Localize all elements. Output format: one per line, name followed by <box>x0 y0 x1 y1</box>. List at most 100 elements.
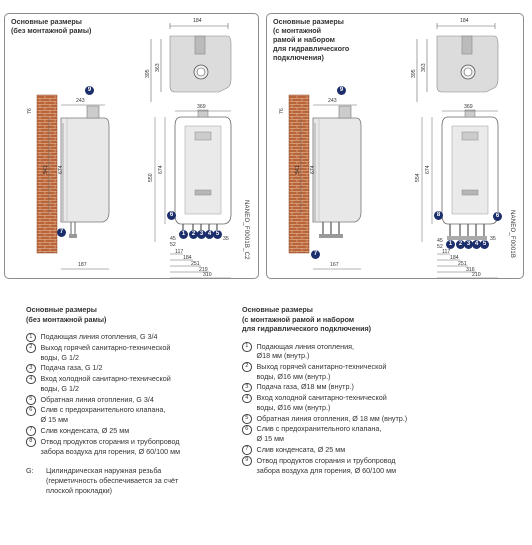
legend-item: 5 Обратная линия отопления, G 3/4 <box>26 395 258 405</box>
side-view <box>36 94 110 270</box>
number-icon: 2 <box>26 343 36 353</box>
number-icon: 7 <box>242 445 252 455</box>
number-icon: 5 <box>26 395 36 405</box>
number-icon: 1 <box>26 332 36 343</box>
thread-note: G: Цилиндрическая наружная резьба (герме… <box>26 466 258 496</box>
legend-title: Основные размеры (без монтажной рамы) <box>26 305 107 324</box>
number-icon: 6 <box>242 425 252 435</box>
note-key: G: <box>26 466 34 476</box>
dim-label: 117 <box>442 249 451 255</box>
marker-badge: 7 <box>57 228 66 237</box>
dim-label: 674 <box>58 165 64 174</box>
marker-badge: 1 <box>179 230 188 239</box>
dim-label: 117 <box>175 249 184 255</box>
top-view <box>150 23 232 102</box>
drawing-code: NANEO_F0001B_C2 <box>243 200 249 260</box>
legend-item: 7 Слив конденсата, Ø 25 мм <box>242 445 482 455</box>
legend-item: 6 Слив с предохранительного клапана, Ø 15… <box>242 424 482 444</box>
marker-badge: 5 <box>213 230 222 239</box>
dim-label: 550 <box>148 173 154 182</box>
marker-badge: 2 <box>456 240 465 249</box>
legend-item: 2 Выход горячей санитарно-технической вод… <box>242 362 482 382</box>
dim-label: 184 <box>460 18 469 24</box>
dim-label: 35 <box>223 236 229 242</box>
number-icon: 5 <box>242 414 252 424</box>
dim-label: 363 <box>421 63 427 72</box>
legend-item-text: Выход горячей санитарно-технической воды… <box>256 361 387 381</box>
marker-badge: 5 <box>480 240 489 249</box>
marker-badge: 2 <box>189 230 198 239</box>
number-icon: 6 <box>26 406 36 416</box>
dim-label: 363 <box>155 63 161 72</box>
number-icon: 8 <box>26 437 36 447</box>
dim-label: 316 <box>466 267 475 273</box>
dim-label: 541 <box>43 165 49 174</box>
legend-item-text: Выход горячей санитарно-технической воды… <box>40 342 171 362</box>
dim-label: 184 <box>183 255 192 261</box>
drawing-panel-right: Основные размеры (с монтажной рамой и на… <box>266 13 524 279</box>
number-icon: 4 <box>26 374 36 385</box>
legend-item: 4 Вход холодной санитарно-технической вод… <box>242 393 482 413</box>
number-icon: 1 <box>242 342 252 352</box>
number-icon: 4 <box>242 393 252 404</box>
marker-badge: 9 <box>85 86 94 95</box>
note-text: Цилиндрическая наружная резьба (герметич… <box>46 466 179 496</box>
boiler-drawing-right <box>288 23 499 278</box>
dim-label: 369 <box>197 104 206 110</box>
legend-item-text: Слив с предохранительного клапана, Ø 15 … <box>256 424 382 444</box>
front-view <box>154 109 232 278</box>
number-icon: 2 <box>242 362 252 372</box>
boiler-drawing-left <box>36 23 232 278</box>
panel-title: Основные размеры (с монтажной рамой и на… <box>273 17 350 62</box>
legend-item-text: Подача газа, G 1/2 <box>40 363 103 373</box>
dim-label: 251 <box>191 261 200 267</box>
drawing-code: NANEO_F0001B <box>509 210 515 259</box>
marker-badge: 1 <box>446 240 455 249</box>
marker-badge: 3 <box>197 230 206 239</box>
legend-item: 9 Отвод продуктов сгорания и трубопровод … <box>242 456 482 476</box>
legend-item: 7 Слив конденсата, Ø 25 мм <box>26 426 258 436</box>
dim-label: 674 <box>310 165 316 174</box>
dim-label: 187 <box>78 262 87 268</box>
legend-item: 3 Подача газа, G 1/2 <box>26 363 258 374</box>
legend-title: Основные размеры (с монтажной рамой и на… <box>242 305 372 333</box>
marker-badge: 7 <box>311 250 320 259</box>
dim-label: 243 <box>76 98 85 104</box>
legend-item-text: Слив конденсата, Ø 25 мм <box>40 425 130 435</box>
dim-label: 52 <box>437 244 443 250</box>
dim-label: 35 <box>490 236 496 242</box>
marker-badge: 6 <box>493 212 502 221</box>
number-icon: 7 <box>26 426 36 436</box>
dim-label: 395 <box>411 69 417 78</box>
legend-item-text: Вход холодной санитарно-технической воды… <box>256 393 387 412</box>
dim-label: 52 <box>170 242 176 248</box>
dim-label: 45 <box>437 238 443 244</box>
legend-item-text: Слив конденсата, Ø 25 мм <box>256 444 346 454</box>
dim-label: 395 <box>145 69 151 78</box>
legend-right: Основные размеры (с монтажной рамой и на… <box>242 305 482 476</box>
marker-badge: 8 <box>434 211 443 220</box>
dim-label: 251 <box>458 261 467 267</box>
legend-item-text: Обратная линия отопления, G 3/4 <box>40 394 154 404</box>
marker-badge: 4 <box>472 240 481 249</box>
dim-label: 45 <box>170 236 176 242</box>
drawing-panel-left: Основные размеры (без монтажной рамы) <box>4 13 259 279</box>
number-icon: 9 <box>242 456 252 466</box>
dim-label: 674 <box>158 165 164 174</box>
number-icon: 3 <box>26 363 36 374</box>
number-icon: 3 <box>242 382 252 393</box>
dim-label: 184 <box>450 255 459 261</box>
dim-label: 674 <box>425 165 431 174</box>
legend-item-text: Отвод продуктов сгорания и трубопровод з… <box>256 455 397 475</box>
dim-label: 554 <box>415 173 421 182</box>
legend-item: 2 Выход горячей санитарно-технической вод… <box>26 343 258 363</box>
dim-label: 210 <box>472 272 481 278</box>
dim-label: 243 <box>328 98 337 104</box>
marker-badge: 9 <box>337 86 346 95</box>
